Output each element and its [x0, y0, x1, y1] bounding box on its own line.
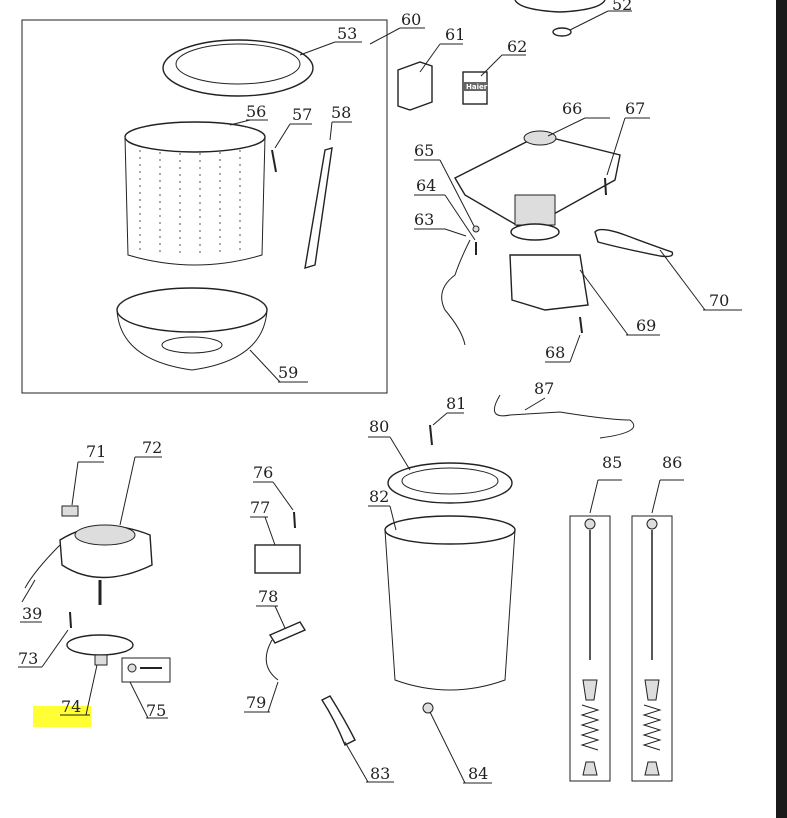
label-61: 61	[445, 25, 465, 44]
part-82-outer-tub	[384, 515, 516, 545]
part-68-screw	[579, 316, 583, 334]
part-63-wire	[441, 239, 471, 346]
part-labels: 52 53 60 61 62 56 57 58 65 66 67 64 63 7…	[18, 0, 729, 783]
label-64: 64	[416, 176, 436, 195]
label-81: 81	[446, 394, 466, 413]
label-76: 76	[253, 463, 273, 482]
part-74-pulsator	[66, 634, 134, 656]
label-83: 83	[370, 764, 390, 783]
label-75: 75	[146, 701, 166, 720]
part-81-screw	[429, 424, 433, 446]
part-79-wire	[265, 639, 279, 681]
highlight-74	[33, 706, 91, 727]
part-71-clip	[61, 505, 79, 517]
part-76-screw	[293, 511, 296, 529]
label-74: 74	[61, 697, 81, 716]
part-78-sensor	[268, 621, 307, 644]
part-84-valve	[422, 702, 434, 714]
label-59: 59	[278, 363, 298, 382]
part-73-screw	[69, 611, 72, 629]
label-77: 77	[250, 498, 270, 517]
label-62: 62	[507, 37, 527, 56]
part-67-screw	[604, 177, 607, 196]
part-39-cable	[24, 544, 61, 589]
label-72: 72	[142, 438, 162, 457]
label-79: 79	[246, 693, 266, 712]
label-73: 73	[18, 649, 38, 668]
label-86: 86	[662, 453, 682, 472]
label-65: 65	[414, 141, 434, 160]
label-80: 80	[369, 417, 389, 436]
label-82: 82	[369, 487, 389, 506]
label-58: 58	[331, 103, 351, 122]
part-59-tub-bottom	[116, 287, 268, 333]
brand-label: Haier	[466, 83, 488, 91]
part-61-box	[397, 61, 433, 111]
part-75-screw-kit	[121, 657, 171, 683]
basket-group-frame	[21, 19, 388, 394]
part-52-top	[514, 0, 606, 13]
label-71: 71	[86, 442, 106, 461]
part-83-seal	[320, 695, 356, 746]
part-56-inner-basket	[124, 121, 266, 153]
label-60: 60	[401, 10, 421, 29]
label-53: 53	[337, 24, 357, 43]
part-70-belt	[594, 228, 674, 258]
part-85-suspension-rod-frame	[569, 515, 611, 782]
part-58-lifter	[304, 147, 333, 269]
part-53-balance-ring	[162, 39, 314, 97]
part-77-water-level-sensor	[254, 544, 301, 574]
label-67: 67	[625, 99, 645, 118]
window-edge	[776, 0, 787, 818]
part-57-screw	[271, 149, 277, 173]
part-80-tub-cover	[387, 462, 513, 504]
label-66: 66	[562, 99, 582, 118]
label-63: 63	[414, 210, 434, 229]
label-56: 56	[246, 102, 266, 121]
label-70: 70	[709, 291, 729, 310]
part-52-ring	[552, 27, 572, 37]
label-87: 87	[534, 379, 554, 398]
part-87-drain-hose	[493, 394, 635, 439]
label-69: 69	[636, 316, 656, 335]
label-39: 39	[22, 604, 42, 623]
label-52: 52	[612, 0, 632, 14]
label-84: 84	[468, 764, 488, 783]
part-86-suspension-rod-frame	[631, 515, 673, 782]
label-85: 85	[602, 453, 622, 472]
label-68: 68	[545, 343, 565, 362]
part-65-nut	[472, 225, 480, 233]
label-78: 78	[258, 587, 278, 606]
label-57: 57	[292, 105, 312, 124]
part-69-bracket	[509, 254, 589, 311]
